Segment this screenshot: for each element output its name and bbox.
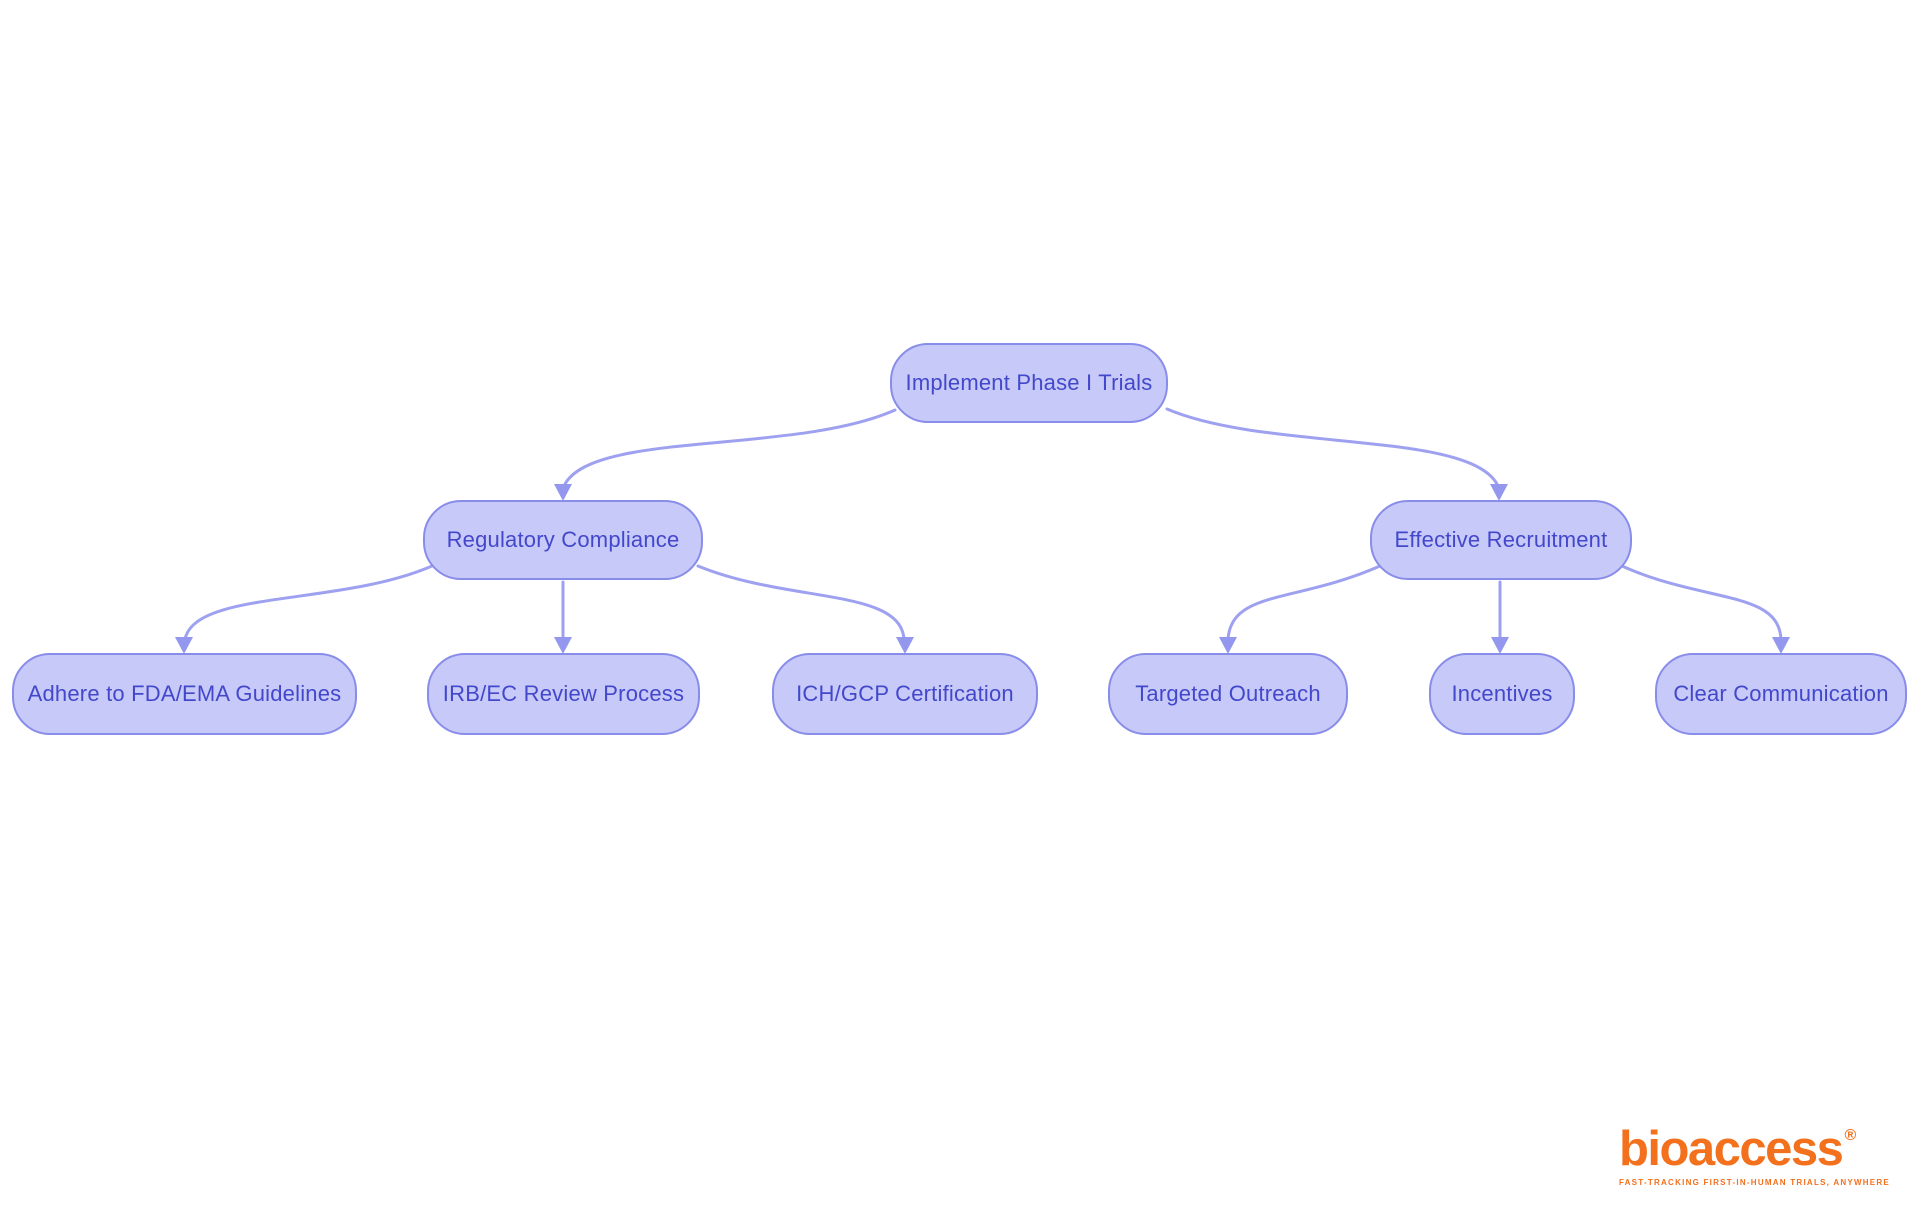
edge-root-regulatory (562, 408, 897, 488)
logo-tagline: FAST-TRACKING FIRST-IN-HUMAN TRIALS, ANY… (1618, 1178, 1890, 1187)
node-adhere-fda-ema-guidelines: Adhere to FDA/EMA Guidelines (12, 653, 357, 735)
node-ich-gcp-certification: ICH/GCP Certification (772, 653, 1038, 735)
node-label: IRB/EC Review Process (442, 681, 685, 706)
node-regulatory-compliance: Regulatory Compliance (423, 500, 703, 580)
node-label: Adhere to FDA/EMA Guidelines (27, 681, 342, 706)
arrowhead-icon (175, 637, 193, 654)
arrowhead-icon (1219, 637, 1237, 654)
node-incentives: Incentives (1429, 653, 1575, 735)
arrowhead-icon (1490, 484, 1508, 501)
node-implement-phase-1-trials: Implement Phase I Trials (890, 343, 1168, 423)
node-label: Targeted Outreach (1135, 681, 1321, 706)
arrowhead-icon (1491, 637, 1509, 654)
edge-recruitment-clear (1620, 564, 1783, 641)
node-targeted-outreach: Targeted Outreach (1108, 653, 1348, 735)
node-label: Clear Communication (1673, 681, 1889, 706)
node-effective-recruitment: Effective Recruitment (1370, 500, 1632, 580)
arrowhead-icon (896, 637, 914, 654)
arrowhead-icon (554, 484, 572, 501)
node-label: Effective Recruitment (1394, 527, 1608, 552)
node-clear-communication: Clear Communication (1655, 653, 1907, 735)
node-irb-ec-review-process: IRB/EC Review Process (427, 653, 700, 735)
edge-recruitment-outreach (1226, 564, 1382, 641)
bioaccess-logo: bioaccess ® FAST-TRACKING FIRST-IN-HUMAN… (1618, 1122, 1890, 1187)
logo-wordmark: bioaccess (1618, 1122, 1844, 1177)
node-label: Incentives (1451, 681, 1553, 706)
node-label: Regulatory Compliance (446, 527, 680, 552)
arrowhead-icon (1772, 637, 1790, 654)
edge-root-recruitment (1165, 407, 1500, 488)
edge-regulatory-ich (696, 564, 906, 641)
registered-mark-icon: ® (1844, 1127, 1857, 1145)
edge-regulatory-fda (183, 564, 434, 641)
node-label: ICH/GCP Certification (796, 681, 1014, 706)
arrowhead-icon (554, 637, 572, 654)
node-label: Implement Phase I Trials (905, 370, 1153, 395)
